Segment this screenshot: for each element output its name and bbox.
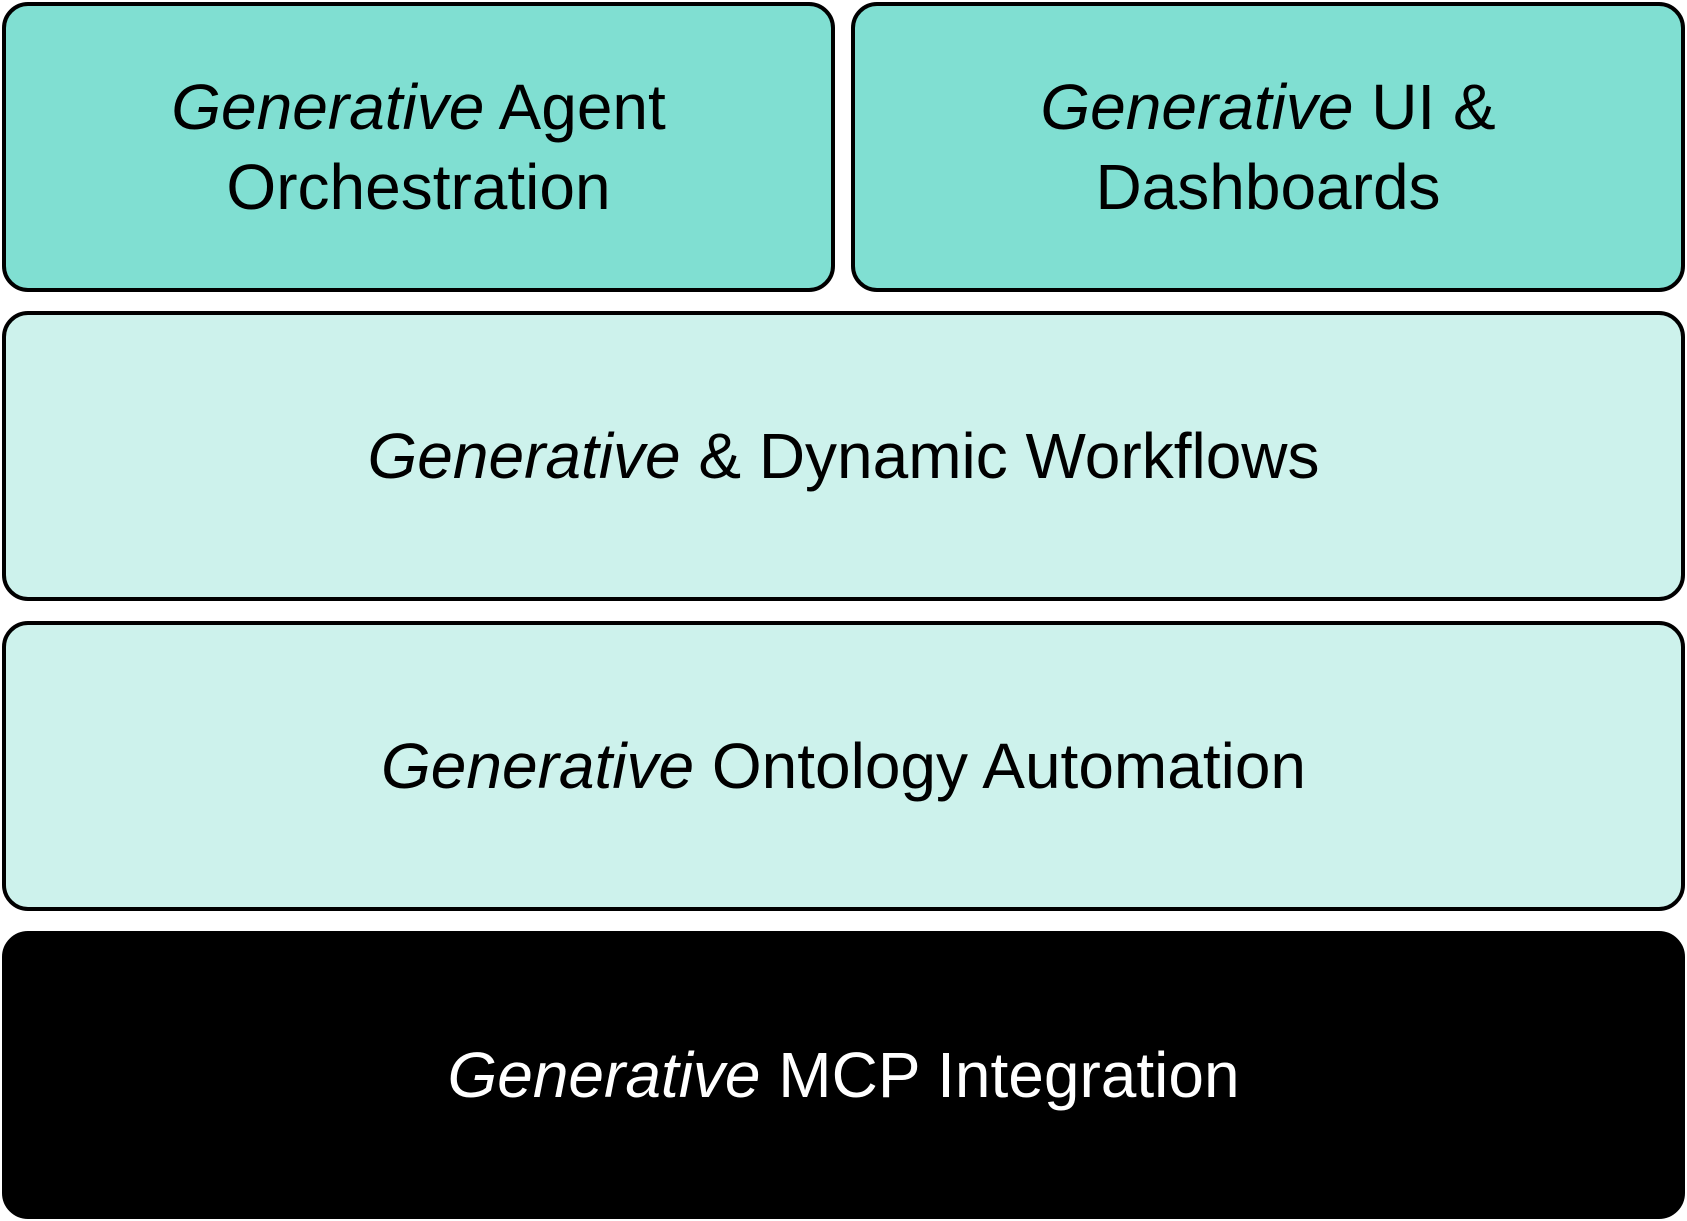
ui-dashboards-line2: Dashboards <box>1095 151 1441 223</box>
mcp-integration-block: Generative MCP Integration <box>2 931 1685 1219</box>
dynamic-workflows-rest: & Dynamic Workflows <box>680 420 1320 492</box>
dynamic-workflows-label: Generative & Dynamic Workflows <box>368 416 1320 496</box>
ui-dashboards-line1: UI & <box>1353 71 1496 143</box>
mcp-integration-label: Generative MCP Integration <box>447 1035 1239 1115</box>
ontology-automation-block: Generative Ontology Automation <box>2 621 1685 911</box>
ui-dashboards-block: Generative UI & Dashboards <box>851 2 1685 292</box>
dynamic-workflows-prefix: Generative <box>367 420 681 492</box>
agent-orchestration-prefix: Generative <box>171 71 485 143</box>
ui-dashboards-prefix: Generative <box>1040 71 1354 143</box>
agent-orchestration-block: Generative Agent Orchestration <box>2 2 835 292</box>
agent-orchestration-line1: Agent <box>484 71 666 143</box>
ui-dashboards-label: Generative UI & Dashboards <box>1040 67 1495 227</box>
dynamic-workflows-block: Generative & Dynamic Workflows <box>2 311 1685 601</box>
ontology-automation-label: Generative Ontology Automation <box>381 726 1306 806</box>
ontology-automation-prefix: Generative <box>381 730 695 802</box>
agent-orchestration-line2: Orchestration <box>226 151 611 223</box>
mcp-integration-prefix: Generative <box>447 1039 761 1111</box>
ontology-automation-rest: Ontology Automation <box>694 730 1306 802</box>
agent-orchestration-label: Generative Agent Orchestration <box>171 67 666 227</box>
mcp-integration-rest: MCP Integration <box>760 1039 1240 1111</box>
